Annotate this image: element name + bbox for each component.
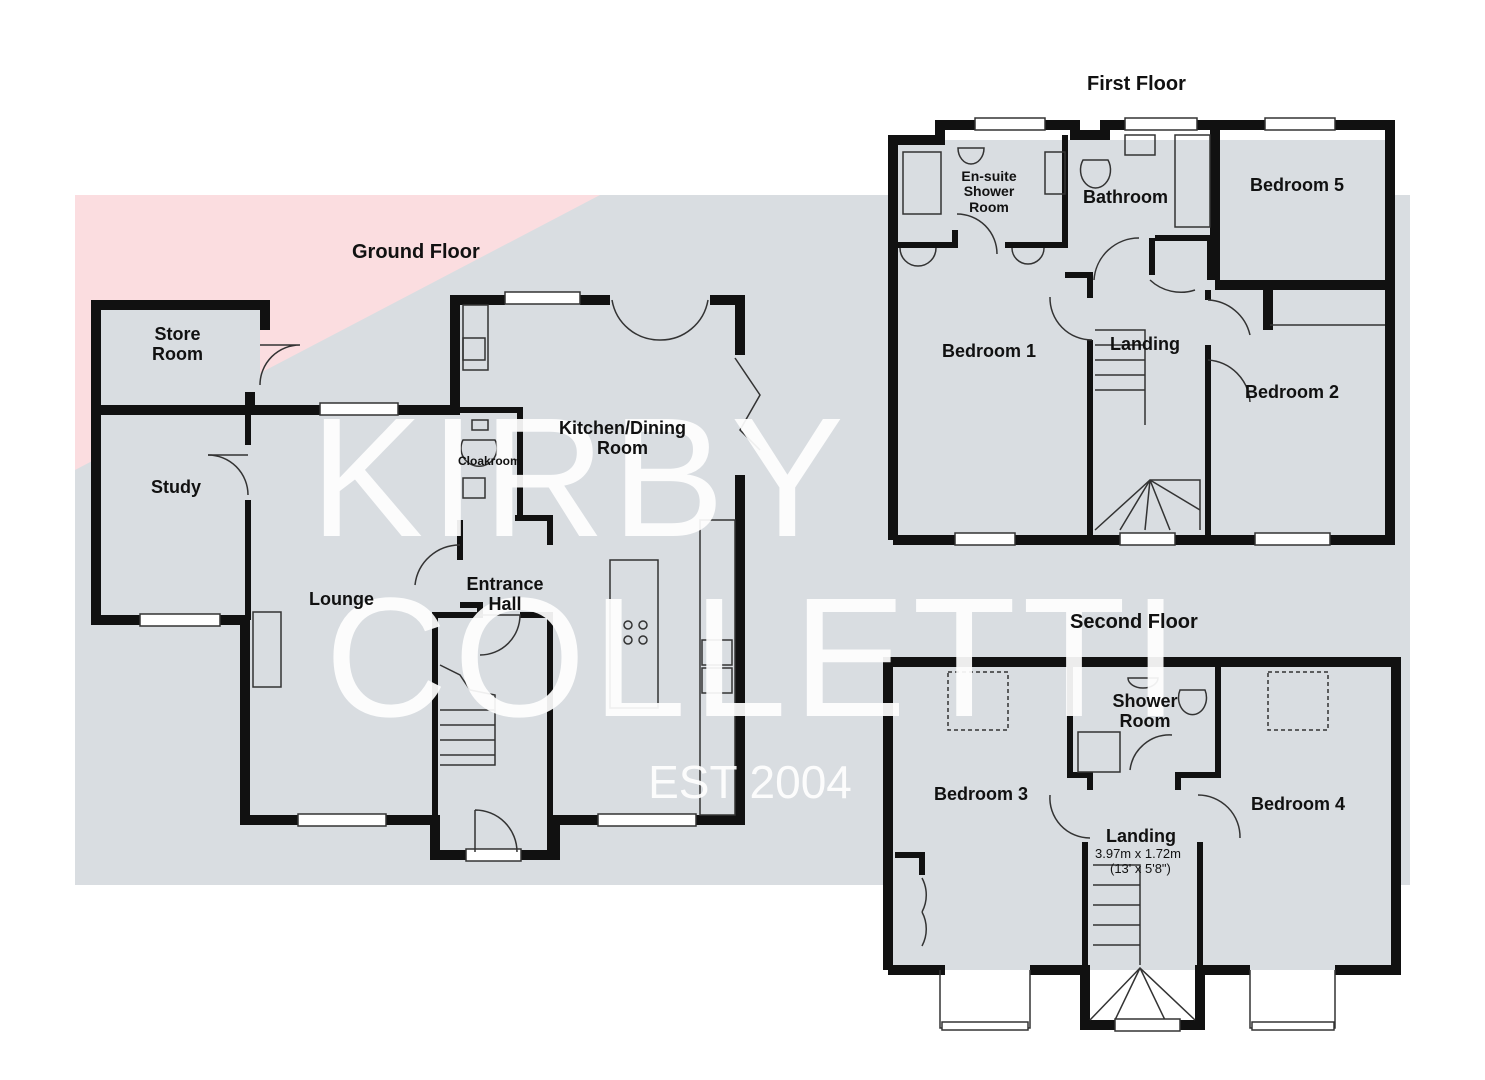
first-floor-plan <box>888 117 1395 546</box>
room-landing-first: Landing <box>1110 334 1180 354</box>
room-ensuite-line1: En-suite <box>961 168 1017 184</box>
room-bedroom-1: Bedroom 1 <box>942 341 1037 361</box>
floor-title-second: Second Floor <box>1070 611 1198 633</box>
room-landing-second: Landing <box>1106 826 1176 846</box>
room-bedroom-3: Bedroom 3 <box>934 784 1029 804</box>
room-store-room-line1: Store <box>154 324 201 344</box>
room-shower-room-line1: Shower <box>1112 691 1178 711</box>
room-ensuite: En-suite Shower Room <box>950 168 1028 215</box>
second-floor-plan <box>883 657 1401 1032</box>
room-bathroom: Bathroom <box>1083 187 1168 207</box>
room-landing-second-dimension-metric: 3.97m x 1.72m <box>1095 846 1181 861</box>
room-entrance-hall: Entrance Hall <box>455 574 555 615</box>
room-shower-room: Shower Room <box>1105 691 1185 732</box>
room-store-room: Store Room <box>140 324 215 365</box>
room-entrance-hall-line1: Entrance <box>466 574 544 594</box>
room-store-room-line2: Room <box>152 343 203 364</box>
room-bedroom-2: Bedroom 2 <box>1245 382 1340 402</box>
room-shower-room-line2: Room <box>1119 710 1171 731</box>
room-lounge: Lounge <box>309 589 374 609</box>
room-kitchen-dining-line1: Kitchen/Dining <box>559 418 686 438</box>
room-study: Study <box>151 477 202 497</box>
watermark-line1: KIRBY <box>309 383 851 573</box>
room-cloakroom: Cloakroom <box>458 454 521 468</box>
floor-title-first: First Floor <box>1087 73 1186 95</box>
room-bedroom-5: Bedroom 5 <box>1250 175 1345 195</box>
ground-floor-plan <box>91 291 761 862</box>
watermark-line3: EST 2004 <box>648 756 852 808</box>
room-ensuite-line2: Shower <box>963 183 1015 200</box>
room-ensuite-line3: Room <box>969 198 1009 215</box>
room-bedroom-4: Bedroom 4 <box>1251 794 1346 814</box>
room-entrance-hall-line2: Hall <box>488 593 522 614</box>
watermark-line2: COLLETTI <box>324 563 1186 753</box>
floor-title-ground: Ground Floor <box>352 241 480 263</box>
room-kitchen-dining: Kitchen/Dining Room <box>550 418 695 459</box>
room-landing-second-dimension-imperial: (13' x 5'8") <box>1110 861 1171 876</box>
room-kitchen-dining-line2: Room <box>597 437 648 458</box>
